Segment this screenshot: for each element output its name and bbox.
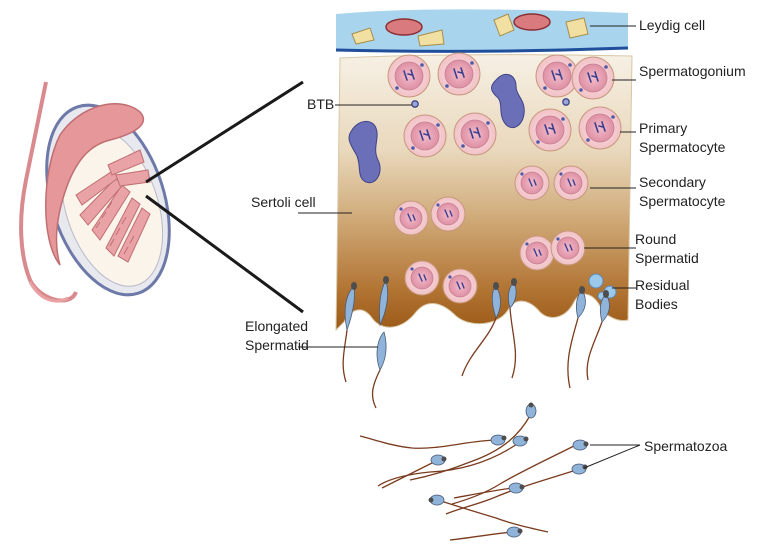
interstitium bbox=[335, 9, 629, 53]
basal-cells bbox=[348, 73, 525, 184]
zoom-line-bottom bbox=[145, 194, 304, 314]
leader-lines bbox=[298, 25, 641, 469]
label-residual-2: Bodies bbox=[635, 296, 678, 312]
label-btb: BTB bbox=[307, 96, 335, 112]
label-leydig-cell: Leydig cell bbox=[639, 17, 706, 33]
label-spermatozoa: Spermatozoa bbox=[644, 438, 728, 454]
label-elongated-2: Spermatid bbox=[245, 337, 309, 353]
blood-vessel bbox=[385, 18, 423, 36]
testis-illustration bbox=[19, 81, 171, 303]
label-sertoli-cell: Sertoli cell bbox=[251, 194, 316, 210]
label-round-1: Round bbox=[635, 231, 677, 247]
epididymis bbox=[45, 103, 144, 266]
label-elongated-1: Elongated bbox=[245, 318, 309, 334]
label-round-2: Spermatid bbox=[635, 250, 699, 266]
elongated-spermatids bbox=[342, 276, 610, 409]
leydig-cell bbox=[351, 27, 375, 45]
blood-vessel bbox=[513, 13, 551, 31]
label-secondary-1: Secondary bbox=[639, 174, 706, 190]
btb-junction bbox=[411, 98, 570, 108]
spermatozoa-group bbox=[359, 402, 589, 541]
zoom-line-top bbox=[145, 80, 304, 184]
label-secondary-2: Spermatocyte bbox=[639, 193, 726, 209]
label-spermatogonium: Spermatogonium bbox=[639, 63, 746, 79]
label-primary-2: Spermatocyte bbox=[639, 139, 726, 155]
vas-deferens bbox=[19, 81, 78, 303]
label-primary-1: Primary bbox=[639, 120, 688, 136]
leydig-cell bbox=[417, 29, 445, 47]
leydig-cell bbox=[493, 13, 515, 37]
leydig-cell bbox=[565, 17, 589, 39]
label-residual-1: Residual bbox=[635, 277, 690, 293]
basement-membrane bbox=[335, 46, 629, 53]
